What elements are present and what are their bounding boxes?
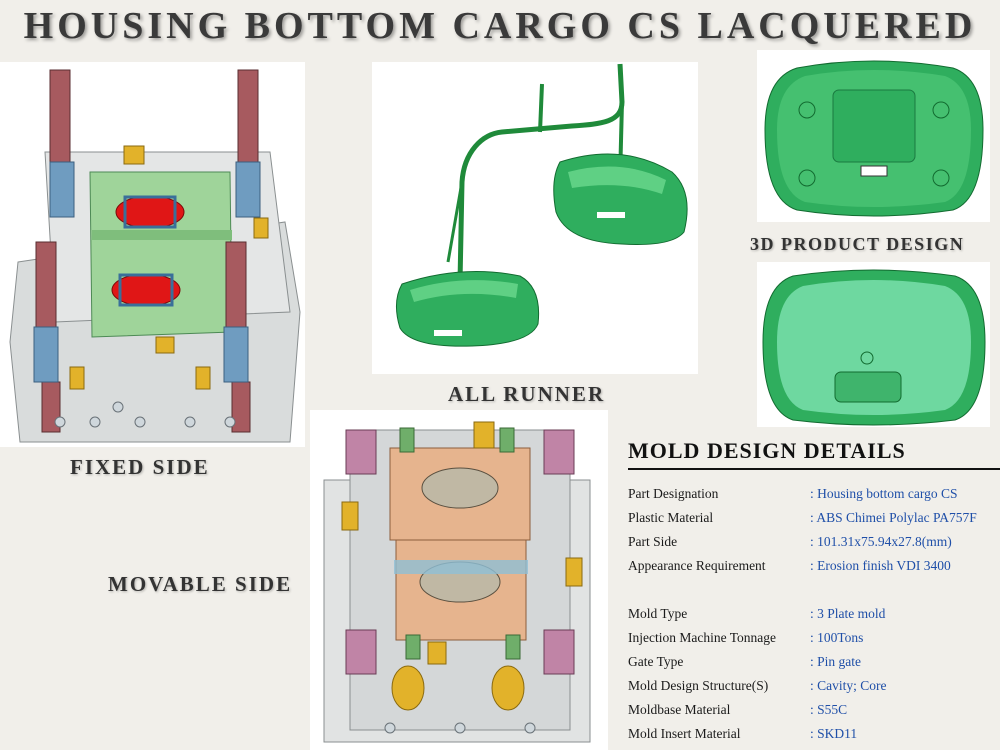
spec-value: : ABS Chimei Polylac PA757F (810, 510, 977, 525)
spec-label: Moldbase Material (628, 702, 731, 717)
spec-value: : SKD11 (810, 726, 858, 741)
spec-label: Part Side (628, 534, 678, 549)
movable-side-caption: MOVABLE SIDE (108, 572, 293, 596)
page-title: HOUSING BOTTOM CARGO CS LACQUERED (23, 5, 977, 47)
spec-label: Gate Type (628, 654, 684, 669)
spec-value: : 101.31x75.94x27.8(mm) (810, 534, 952, 549)
spec-value: : S55C (810, 702, 848, 717)
spec-row-moldbase-material: Moldbase Material : S55C (628, 702, 1000, 724)
product-design-caption: 3D PRODUCT DESIGN (750, 234, 965, 254)
spec-row-structure: Mold Design Structure(S) : Cavity; Core (628, 678, 1000, 700)
product-bottom-image (757, 262, 990, 427)
spec-value: : Cavity; Core (810, 678, 887, 693)
spec-row-gate-type: Gate Type : Pin gate (628, 654, 1000, 676)
spec-row-insert-material: Mold Insert Material : SKD11 (628, 726, 1000, 748)
spec-value: : Pin gate (810, 654, 861, 669)
spec-value: : Erosion finish VDI 3400 (810, 558, 951, 573)
movable-side-image (310, 410, 608, 750)
spec-row-tonnage: Injection Machine Tonnage : 100Tons (628, 630, 1000, 652)
fixed-side-image (0, 62, 305, 447)
spec-row-mold-type: Mold Type : 3 Plate mold (628, 606, 1000, 628)
product-top-image (757, 50, 990, 222)
spec-label: Mold Design Structure(S) (628, 678, 769, 693)
fixed-side-caption: FIXED SIDE (70, 455, 210, 479)
spec-value: : 100Tons (810, 630, 864, 645)
spec-label: Plastic Material (628, 510, 714, 525)
all-runner-image (372, 62, 698, 374)
spec-label: Appearance Requirement (628, 558, 766, 573)
spec-row-part-designation: Part Designation : Housing bottom cargo … (628, 486, 1000, 508)
details-heading: MOLD DESIGN DETAILS (628, 438, 906, 463)
spec-row-part-side: Part Side : 101.31x75.94x27.8(mm) (628, 534, 1000, 556)
spec-label: Part Designation (628, 486, 719, 501)
spec-row-appearance: Appearance Requirement : Erosion finish … (628, 558, 1000, 580)
spec-label: Mold Insert Material (628, 726, 741, 741)
spec-value: : 3 Plate mold (810, 606, 886, 621)
details-divider (628, 468, 1000, 470)
spec-row-plastic-material: Plastic Material : ABS Chimei Polylac PA… (628, 510, 1000, 532)
spec-label: Injection Machine Tonnage (628, 630, 777, 645)
spec-value: : Housing bottom cargo CS (810, 486, 958, 501)
all-runner-caption: ALL RUNNER (448, 382, 606, 406)
spec-label: Mold Type (628, 606, 688, 621)
